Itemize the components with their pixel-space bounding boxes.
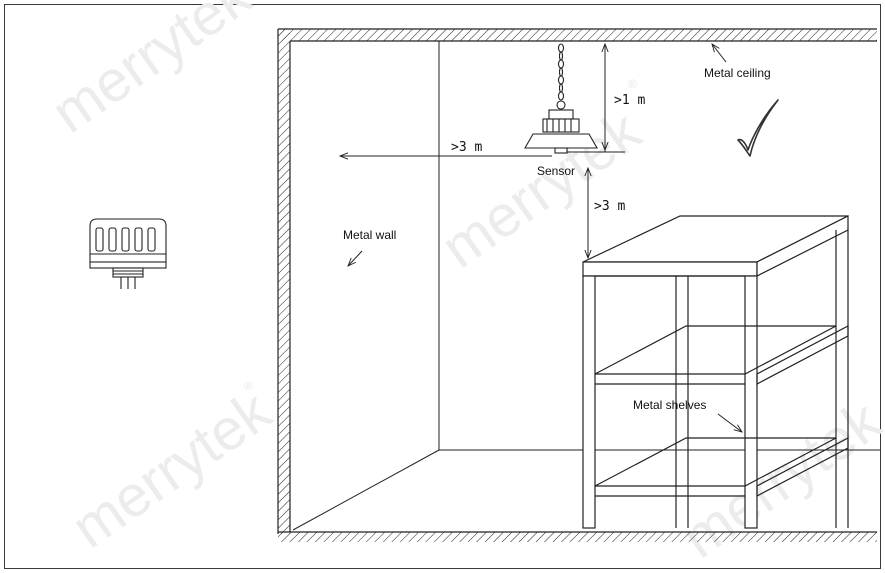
check-icon [737,99,779,157]
room [277,28,880,542]
diagram-frame [4,4,881,569]
watermark-registered: ® [628,77,637,91]
metal-shelves-label: Metal shelves [633,398,706,412]
chain [557,43,565,101]
floor-hatch [278,532,877,542]
ceiling-hatch [278,29,877,41]
watermark-text: merrytek [40,0,263,146]
watermark-registered: ® [244,379,253,393]
dim-shelves-label: >3 m [594,199,625,214]
high-bay-lamp-icon [524,43,598,154]
dim-ceiling: >1 m [567,44,645,153]
metal-shelves [582,215,849,529]
dim-ceiling-label: >1 m [614,93,645,108]
metal-ceiling-label: Metal ceiling [704,66,771,80]
metal-ceiling-leader [712,44,727,63]
sensor-label: Sensor [537,164,575,178]
dim-wall: >3 m [340,140,552,156]
wall-hatch [278,29,290,534]
metal-shelves-leader [717,413,742,432]
metal-wall-leader [348,250,363,266]
dim-shelves: >3 m [588,168,625,258]
sensor-module-icon [89,218,167,289]
dim-wall-label: >3 m [451,140,482,155]
watermark-text: merrytek [60,377,283,560]
watermark-text: merrytek [670,387,885,570]
metal-wall-label: Metal wall [343,228,396,242]
